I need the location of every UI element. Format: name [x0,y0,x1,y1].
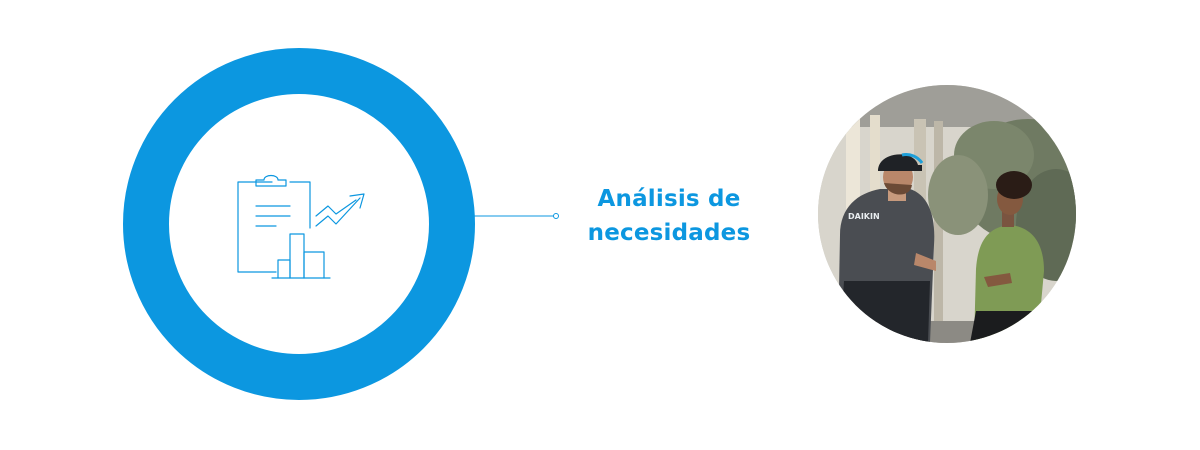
svg-text:DAIKIN: DAIKIN [848,212,880,221]
step-title-line-2: necesidades [587,220,751,246]
technician-client-photo: DAIKIN [818,85,1076,343]
connector-line [430,213,559,219]
step-title: Análisis de necesidades [560,182,778,250]
clipboard-chart-trend-icon [237,174,365,279]
step-title-line-1: Análisis de [597,186,741,212]
